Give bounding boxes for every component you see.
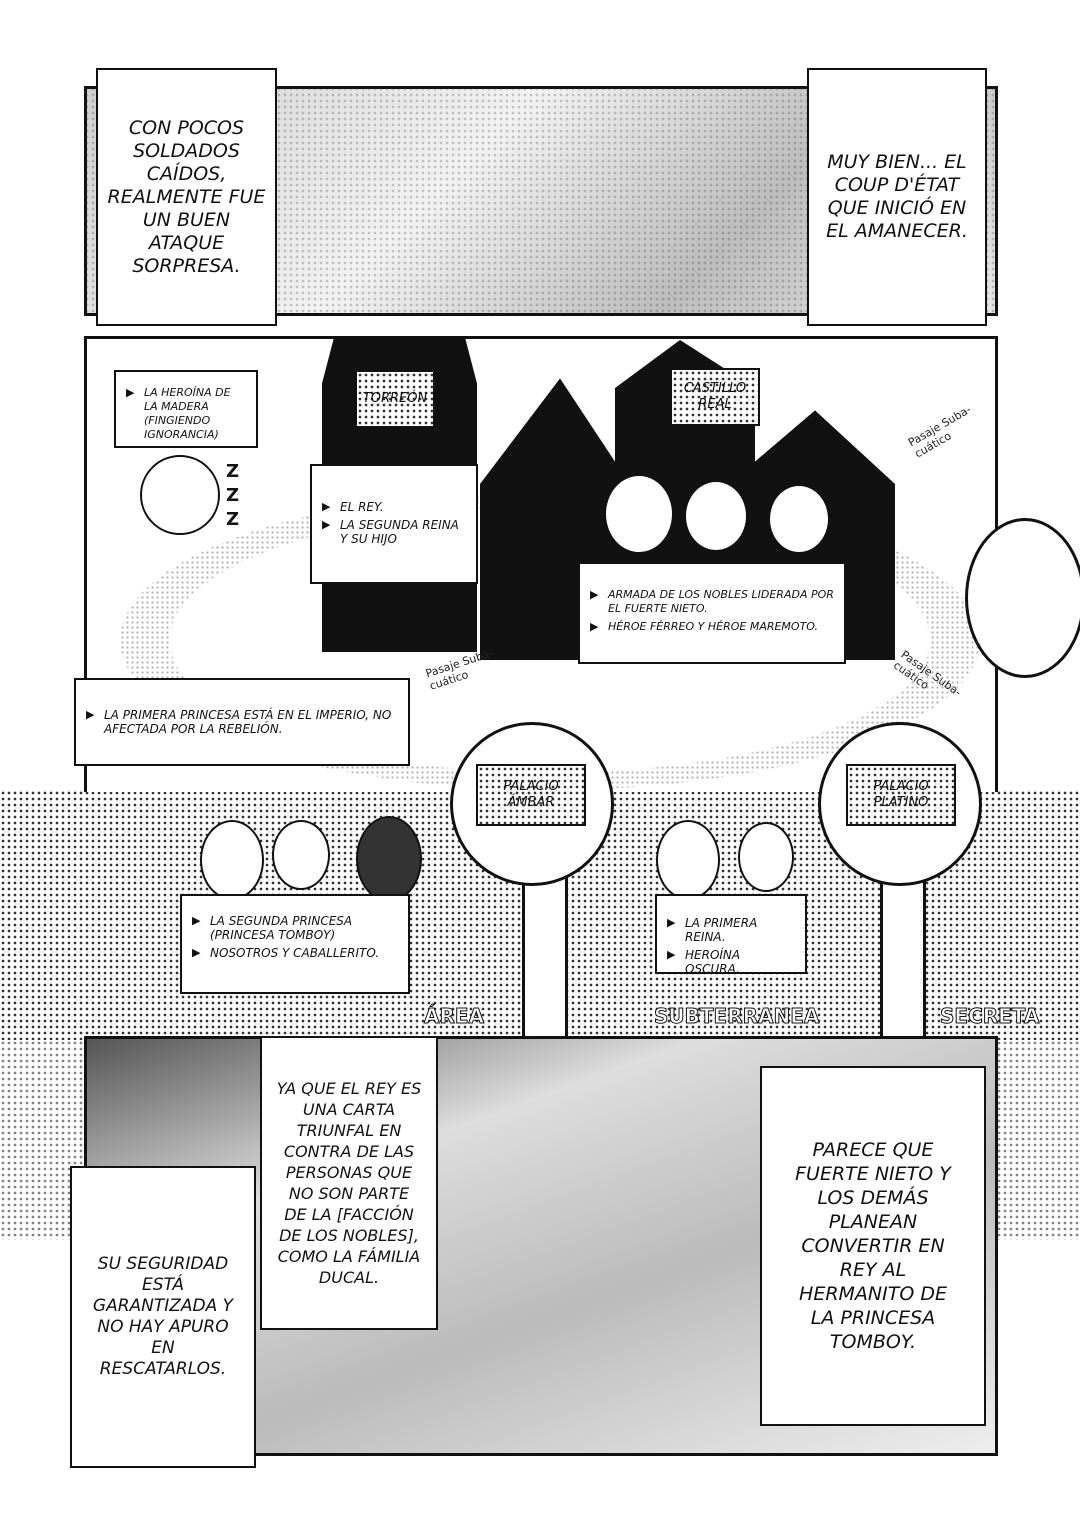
side-structure	[965, 518, 1080, 678]
platino-item: La primera reina.	[667, 916, 795, 944]
torreon-item: La segunda reina y su hijo	[322, 518, 466, 546]
character-heroine-chibi	[140, 455, 220, 535]
castillo-label: Castillo Real	[670, 368, 760, 426]
character-boy	[272, 820, 330, 890]
ambar-item: Nosotros y caballerito.	[192, 946, 398, 960]
palacio-ambar-label: Palacio Ámbar	[476, 764, 586, 826]
princesa-info-box: La primera princesa está en el imperio, …	[74, 678, 410, 766]
area-word: Secreta	[939, 1004, 1040, 1029]
castillo-item: Héroe férreo y héroe maremoto.	[590, 620, 834, 634]
platino-info-box: La primera reina. Heroína oscura.	[655, 894, 807, 976]
ambar-info-box: La segunda princesa (princesa tomboy) Nos…	[180, 894, 410, 994]
character-general	[604, 474, 674, 554]
torreon-item: El rey.	[322, 500, 466, 514]
character-knight	[356, 816, 422, 902]
princesa-item: La primera princesa está en el imperio, …	[86, 708, 398, 736]
character-noble	[684, 480, 748, 552]
character-dark-heroine	[738, 822, 794, 892]
caption-king: Ya que el rey es una carta triunfal en c…	[260, 1036, 438, 1330]
heroine-info-item: La heroína de la madera (fingiendo ignor…	[126, 386, 246, 442]
caption-right: Muy bien... el coup d'état que inició en…	[807, 68, 987, 326]
character-first-queen	[656, 820, 720, 900]
sleep-zzz: Z Z Z	[226, 461, 240, 530]
caption-safety: Su seguridad está garantizada y no hay a…	[70, 1166, 256, 1468]
caption-left: Con pocos soldados caídos, realmente fue…	[96, 68, 277, 326]
platino-item: Heroína oscura.	[667, 948, 795, 976]
ambar-item: La segunda princesa (princesa tomboy)	[192, 914, 398, 942]
castillo-item: Armada de los nobles liderada por el fue…	[590, 588, 834, 616]
heroine-info-box: La heroína de la madera (fingiendo ignor…	[114, 370, 258, 448]
torreon-info-box: El rey. La segunda reina y su hijo	[310, 464, 478, 584]
castillo-info-box: Armada de los nobles liderada por el fue…	[578, 562, 846, 664]
area-word: Subterranea	[653, 1004, 820, 1029]
palacio-platino-label: Palacio Platino	[846, 764, 956, 826]
caption-plan: Parece que fuerte nieto y los demás plan…	[760, 1066, 986, 1426]
character-hero	[768, 484, 830, 554]
area-word: Área	[423, 1004, 485, 1029]
character-princess-tomboy	[200, 820, 264, 900]
torreon-label: Torreón	[355, 370, 435, 428]
